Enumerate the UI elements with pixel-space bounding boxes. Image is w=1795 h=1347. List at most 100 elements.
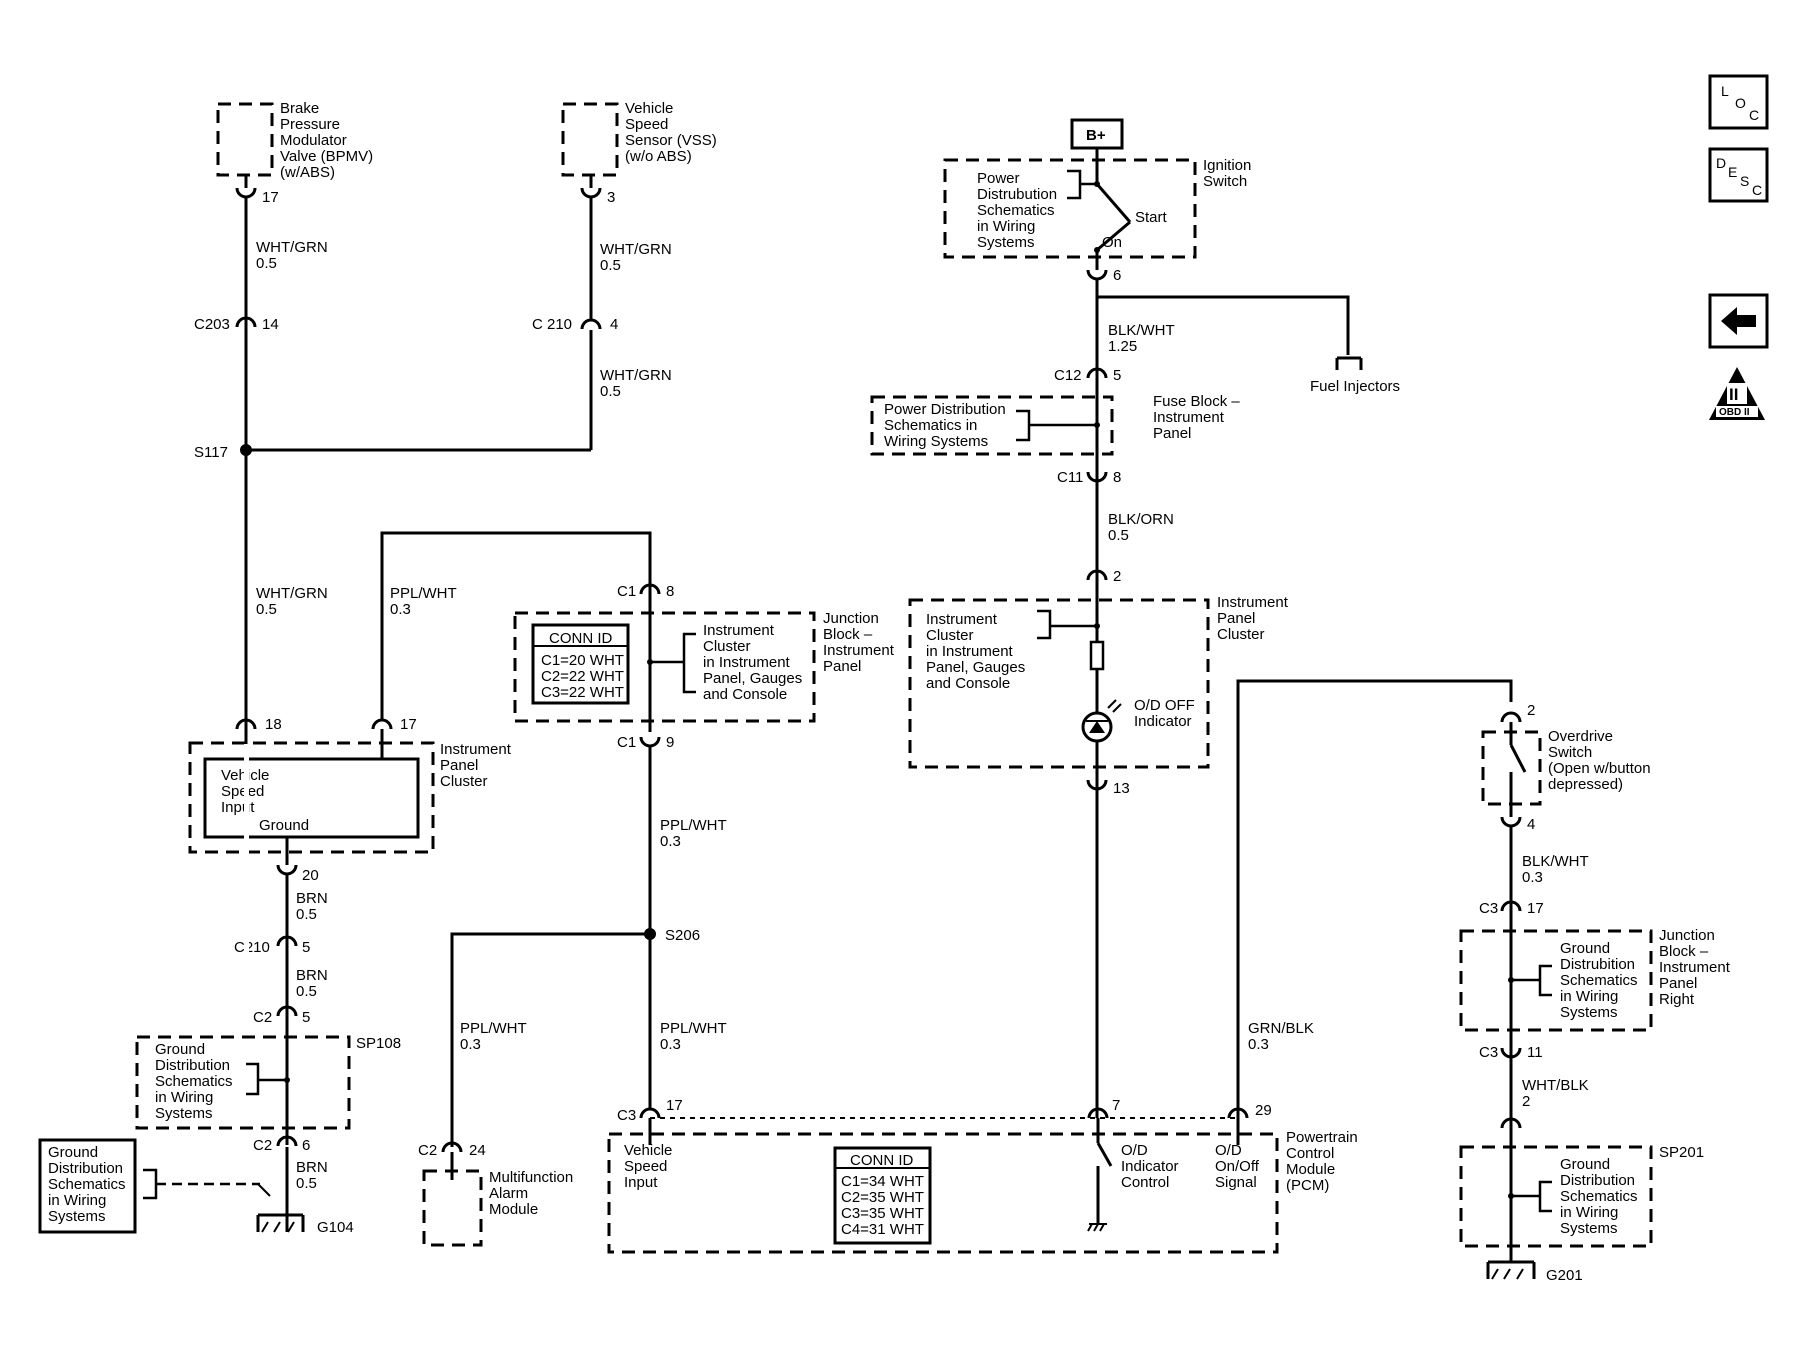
svg-text:E: E [1728,164,1737,180]
svg-text:Valve (BPMV): Valve (BPMV) [280,148,373,165]
wire-w12-color: PPL/WHT [460,1020,527,1037]
ipc-pin-13: 13 [1113,780,1130,797]
wire-w6-color: BLK/WHT [1108,322,1175,339]
gds-sp108-label: Ground [155,1041,205,1058]
svg-text:in Wiring: in Wiring [1560,1204,1618,1221]
svg-text:Distribution: Distribution [1560,1172,1635,1189]
svg-text:0.5: 0.5 [256,601,277,618]
ipc-right: Instrument Cluster in Instrument Panel, … [908,594,1289,797]
ppl-wht-loop: PPL/WHT 0.3 [380,531,652,720]
junction-block: C1 8 CONN ID C1=20 WHT C2=22 WHT C3=22 W… [450,583,895,1147]
svg-text:Alarm: Alarm [489,1185,528,1202]
svg-text:C: C [1752,182,1762,198]
on-label: On [1102,234,1122,251]
ground-label: Ground [259,817,309,834]
jbr-c3b-label: C3 [1479,1044,1498,1061]
svg-text:Distrubition: Distrubition [1560,956,1635,973]
svg-text:C1=20 WHT: C1=20 WHT [541,652,624,669]
svg-text:0.3: 0.3 [1522,869,1543,886]
svg-text:0.5: 0.5 [296,983,317,1000]
svg-text:C3=22 WHT: C3=22 WHT [541,684,624,701]
svg-text:in Wiring: in Wiring [155,1089,213,1106]
ignition-section: B+ Ignition Switch Power Distrubution Sc… [870,118,1400,1118]
svg-text:(PCM): (PCM) [1286,1177,1329,1194]
ipc-pin-2: 2 [1113,568,1121,585]
ipc-pin-18: 18 [265,716,282,733]
vss-label: Vehicle [625,100,673,117]
svg-text:Control: Control [1121,1174,1169,1191]
od-ind-ctrl-label: O/D [1121,1142,1148,1159]
arrow-left-icon [1721,307,1756,335]
svg-text:Modulator: Modulator [280,132,347,149]
gds-g104-label: Ground [48,1144,98,1161]
svg-text:Panel, Gauges: Panel, Gauges [926,659,1025,676]
svg-text:in Wiring: in Wiring [48,1192,106,1209]
svg-text:S: S [1740,173,1749,189]
ipc-right-label: Instrument [1217,594,1289,611]
svg-text:Right: Right [1659,991,1695,1008]
overdrive-switch: 2 Overdrive Switch (Open w/button depres… [1479,702,1651,1245]
ign-pin-6: 6 [1113,267,1121,284]
svg-text:OBD II: OBD II [1719,407,1750,418]
wire-w4-color: WHT/GRN [256,585,328,602]
wire-w14-color: GRN/BLK [1248,1020,1314,1037]
jb-conn-title: CONN ID [549,630,613,647]
svg-text:Distribution: Distribution [48,1160,123,1177]
wire-w13-color: PPL/WHT [660,1020,727,1037]
svg-text:Pressure: Pressure [280,116,340,133]
vss-component: Vehicle Speed Sensor (VSS) (w/o ABS) [561,100,717,177]
svg-text:1.25: 1.25 [1108,338,1137,355]
c2b-label: C2 [253,1137,272,1154]
svg-text:in Wiring: in Wiring [977,218,1035,235]
back-button[interactable] [1708,293,1769,349]
c12-label: C12 [1054,367,1082,384]
svg-text:in Instrument: in Instrument [703,654,791,671]
svg-text:5: 5 [1113,367,1121,384]
svg-text:8: 8 [1113,469,1121,486]
svg-text:Panel, Gauges: Panel, Gauges [703,670,802,687]
ipc-pin-20: 20 [302,867,319,884]
pcm-conn-title: CONN ID [850,1152,914,1169]
svg-text:24: 24 [469,1142,486,1159]
ods-pin-2: 2 [1527,702,1535,719]
svg-text:Schematics: Schematics [48,1176,126,1193]
loc-button[interactable]: L O C [1708,74,1769,130]
svg-text:7: 7 [1112,1097,1120,1114]
svg-text:Distribution: Distribution [155,1057,230,1074]
svg-text:Switch: Switch [1548,744,1592,761]
svg-text:On/Off: On/Off [1215,1158,1260,1175]
junction-block-label: Junction [823,610,879,627]
svg-text:0.5: 0.5 [1108,527,1129,544]
wire-w15-color: BLK/WHT [1522,853,1589,870]
svg-text:Instrument: Instrument [1153,409,1225,426]
pds-fuse-label: Power Distribution [884,401,1006,418]
s206-label: S206 [665,927,700,944]
start-label: Start [1135,209,1168,226]
pcm-block: C3 17 7 29 Vehicle Speed Input CONN ID C… [607,1097,1358,1254]
svg-text:Control: Control [1286,1145,1334,1162]
svg-text:C3=35 WHT: C3=35 WHT [841,1205,924,1222]
svg-text:in Instrument: in Instrument [926,643,1014,660]
desc-button[interactable]: D E S C [1708,147,1769,203]
sp108-label: SP108 [356,1035,401,1052]
overdrive-switch-label: Overdrive [1548,728,1613,745]
svg-text:Module: Module [489,1201,538,1218]
svg-text:5: 5 [302,1009,310,1026]
ipc-cluster-ref-label: Instrument [926,611,998,628]
svg-text:Systems: Systems [48,1208,106,1225]
ods-pin-4: 4 [1527,816,1535,833]
svg-text:depressed): depressed) [1548,776,1623,793]
svg-text:Panel: Panel [1659,975,1697,992]
obd-ii-button[interactable]: II OBD II [1709,367,1765,420]
c210b-label: C210 [234,939,270,956]
svg-text:and Console: and Console [703,686,787,703]
jb-c1a-label: C1 [617,583,636,600]
c210a-label: C 210 [532,316,572,333]
svg-text:II: II [1729,385,1738,404]
multifunction-label: Multifunction [489,1169,573,1186]
svg-text:0.5: 0.5 [600,257,621,274]
sp201-block: SP201 Ground Distribution Schematics in … [1459,1144,1704,1284]
wire-w16-color: WHT/BLK [1522,1077,1589,1094]
pin-3-label: 3 [607,189,615,206]
